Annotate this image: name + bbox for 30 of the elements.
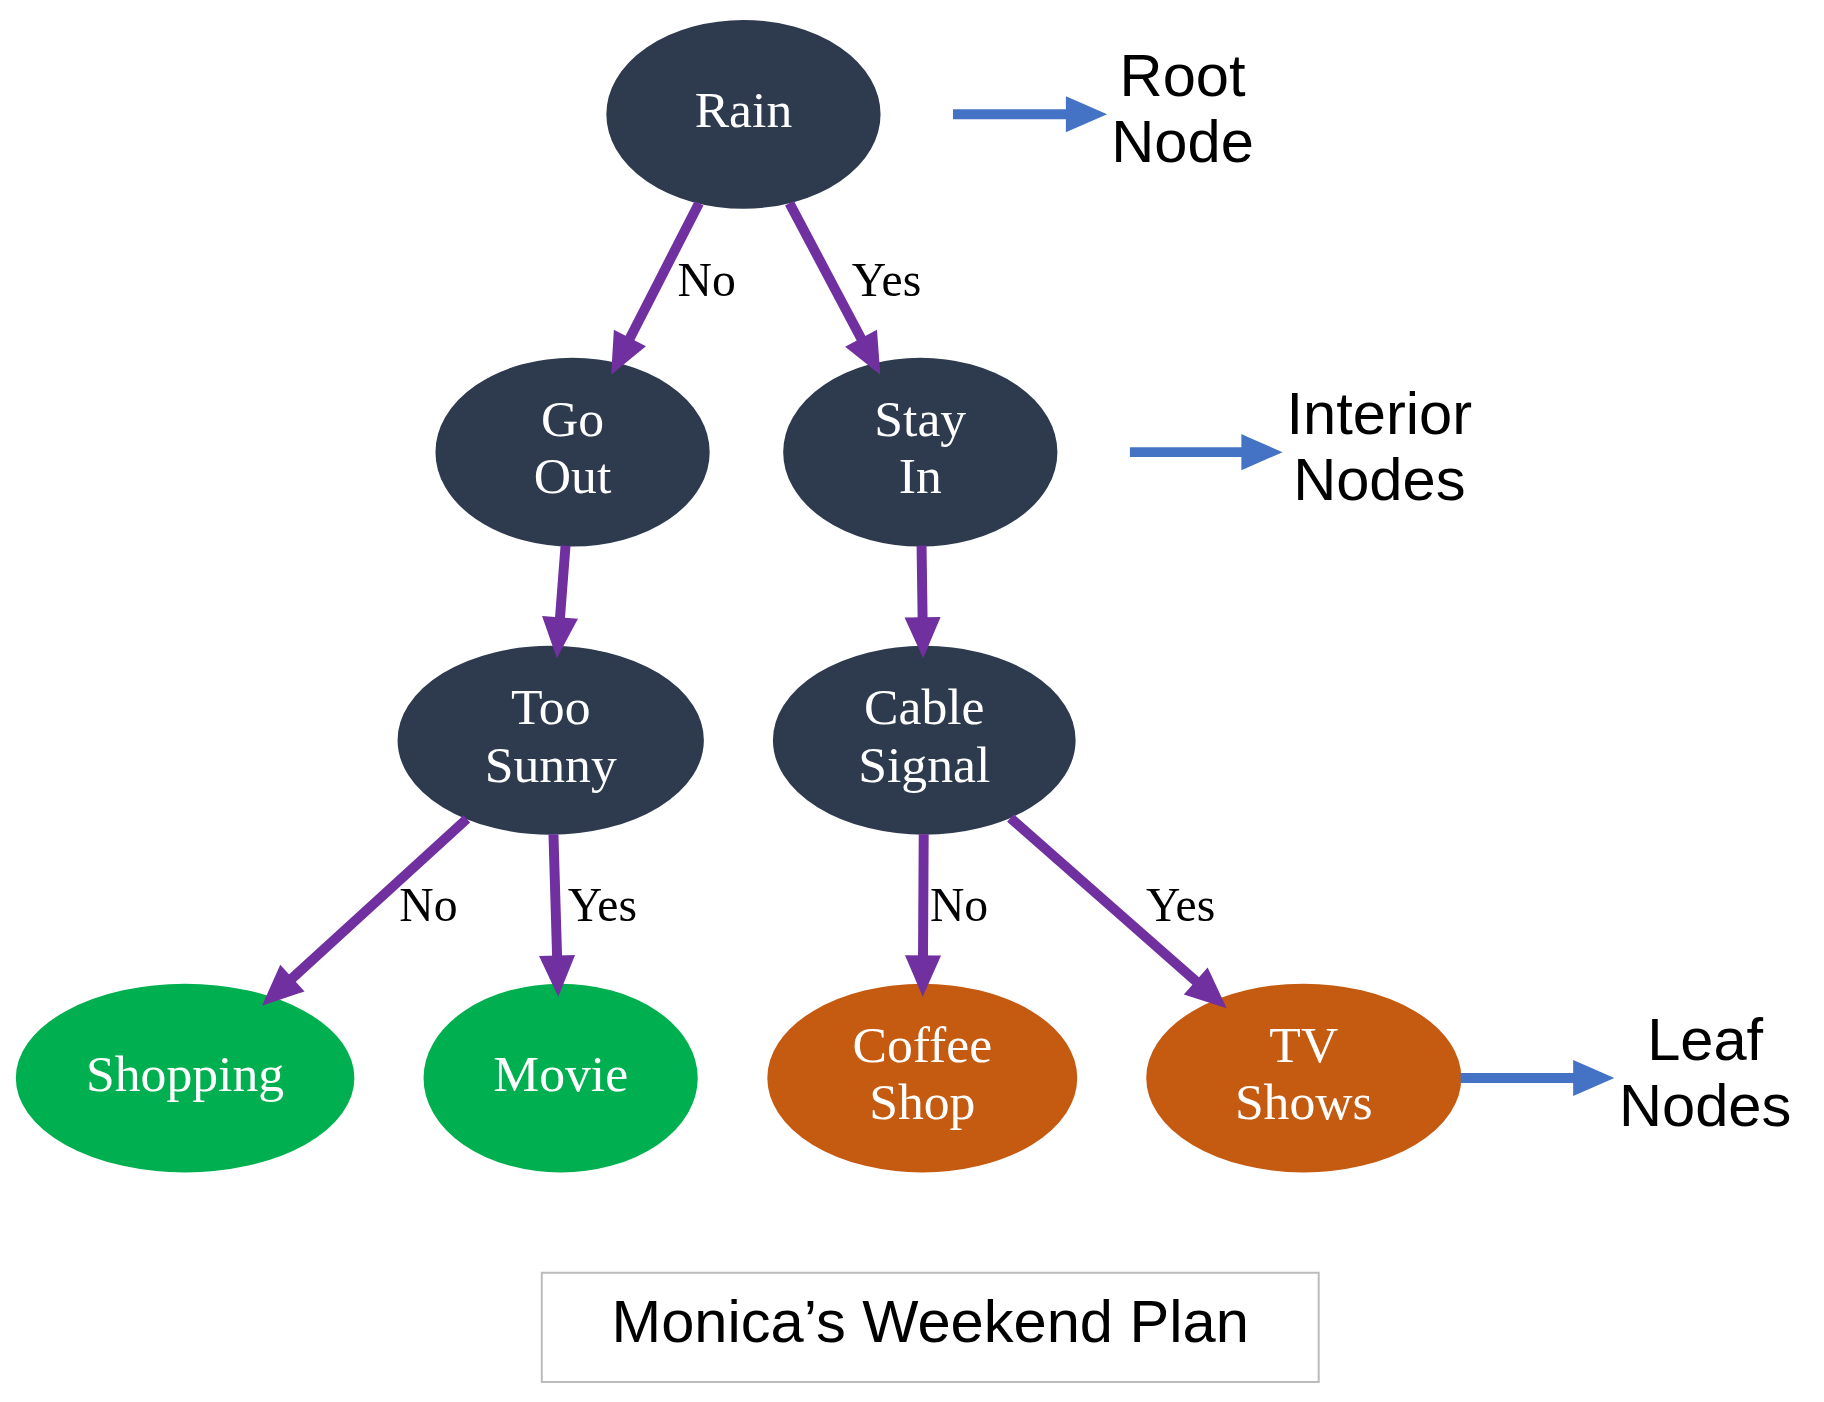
node-text: Root Node (1111, 41, 1254, 175)
arrow (904, 545, 941, 658)
node-ellipse: Rain (606, 19, 881, 209)
edge-label: Yes (567, 878, 638, 931)
node-box: Monica’s Weekend Plan (540, 1271, 1320, 1383)
arrow (1129, 433, 1283, 470)
node-ellipse: Go Out (435, 357, 710, 546)
node-text: Interior Nodes (1286, 379, 1473, 513)
node-ellipse: Shopping (15, 983, 355, 1172)
arrow (261, 814, 471, 1006)
arrow (785, 200, 881, 375)
arrow (905, 833, 942, 997)
arrow (542, 544, 578, 658)
node-ellipse: TV Shows (1146, 983, 1462, 1172)
edge-label: No (929, 878, 989, 931)
edge-label: Yes (1145, 878, 1216, 931)
edge-label: Yes (851, 253, 922, 306)
node-ellipse: Stay In (783, 357, 1058, 546)
arrow (611, 200, 704, 375)
node-ellipse: Coffee Shop (767, 983, 1078, 1172)
node-ellipse: Too Sunny (397, 645, 704, 835)
node-ellipse: Cable Signal (772, 645, 1076, 835)
edge-label: No (677, 253, 736, 306)
edge-label: No (399, 878, 458, 931)
node-text: Leaf Nodes (1619, 1005, 1792, 1139)
node-ellipse: Movie (423, 983, 698, 1172)
arrow (953, 95, 1108, 132)
arrow (1007, 813, 1227, 1008)
arrow (1460, 1059, 1615, 1096)
arrow (539, 833, 576, 997)
